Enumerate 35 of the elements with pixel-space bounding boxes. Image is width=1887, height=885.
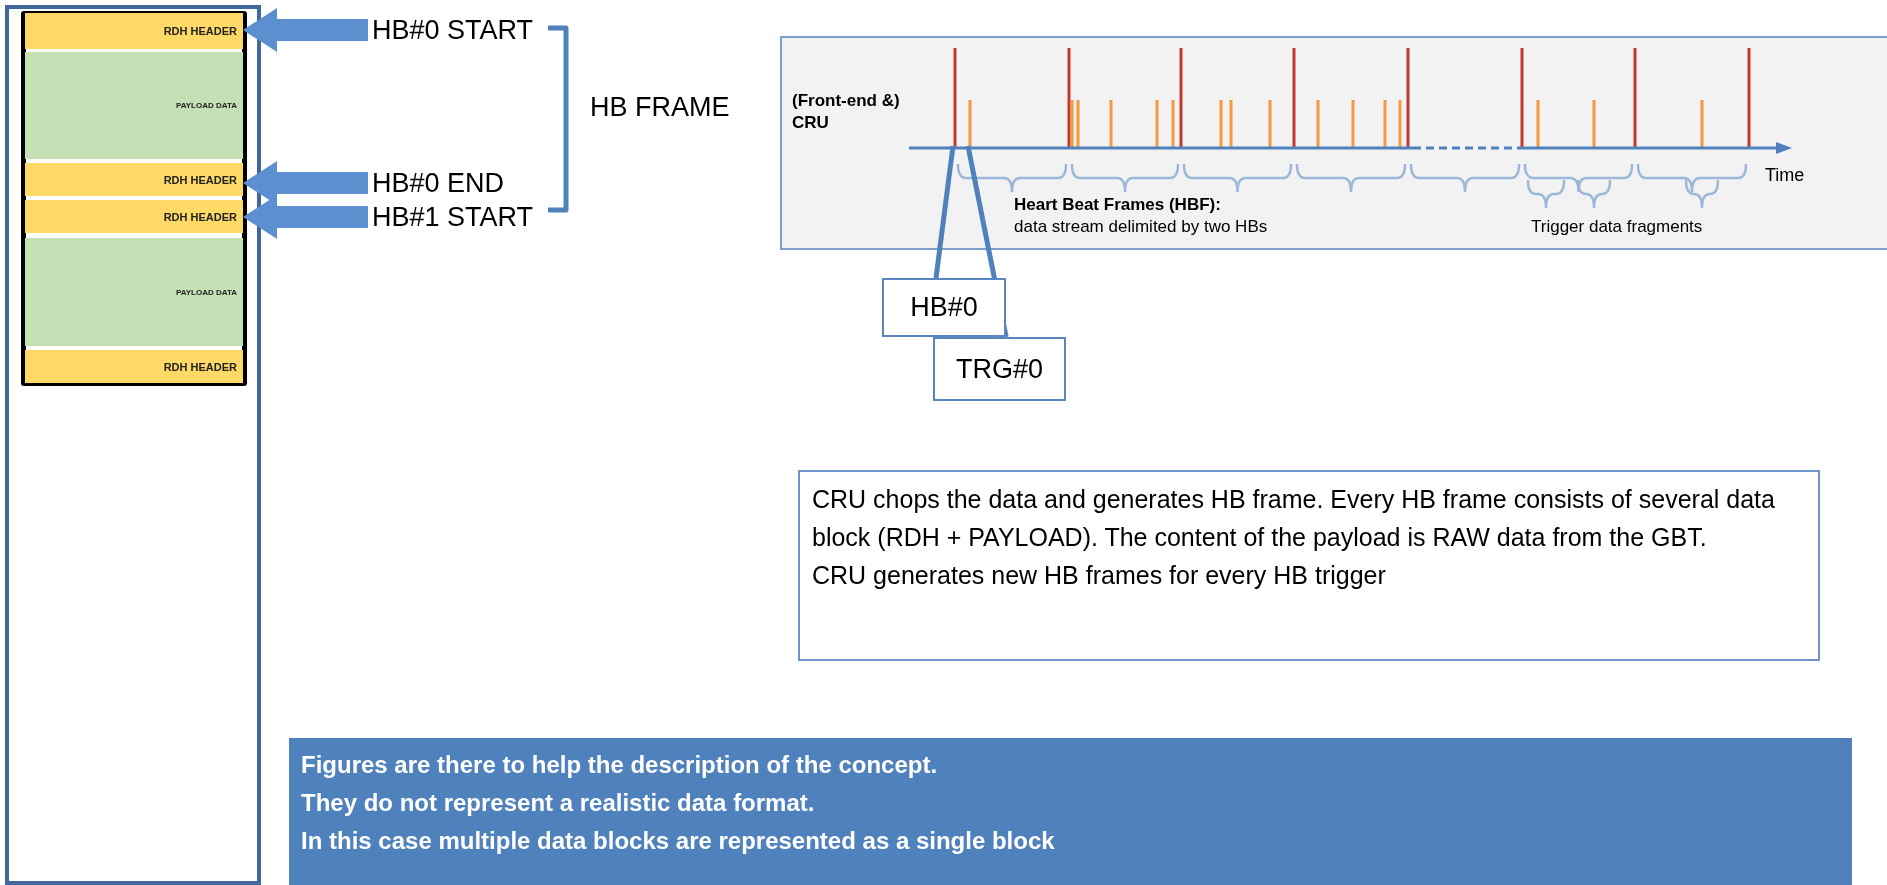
block-arrow [243, 8, 368, 52]
block-label: RDH HEADER [163, 173, 237, 186]
callout-box [933, 337, 1066, 401]
header-block [25, 200, 243, 233]
caption-text: Trigger data fragments [1531, 216, 1703, 238]
caption-text: data stream delimited by two HBs [1014, 216, 1268, 238]
timing-panel [780, 36, 1887, 250]
callout-box [882, 278, 1006, 337]
block-label: RDH HEADER [163, 210, 237, 223]
frame-label: HB FRAME [590, 91, 730, 124]
caption-title: Heart Beat Frames (HBF): [1014, 194, 1221, 216]
leader-line [933, 145, 956, 279]
payload-block [25, 238, 243, 346]
block-label: PAYLOAD DATA [175, 101, 237, 110]
header-block [25, 163, 243, 196]
description-text: CRU chops the data and generates HB frame. Every HB frame consists of several data block (RDH + PAYLOAD). The content of the payload is RAW data from the GBT. [812, 484, 1776, 553]
note-line: They do not represent a realistic data format. [301, 788, 816, 818]
note-banner [289, 738, 1852, 885]
axis-label: Time [1765, 164, 1805, 187]
block-label: RDH HEADER [163, 25, 237, 37]
block-label: PAYLOAD DATA [175, 287, 237, 297]
axis-label: (Front-end &) CRU [792, 90, 901, 135]
header-block [25, 13, 243, 49]
note-line: In this case multiple data blocks are represented as a single block [301, 826, 1056, 856]
payload-block [25, 52, 243, 159]
callout-label: TRG#0 [956, 353, 1043, 385]
note-line: Figures are there to help the description of the concept. [301, 750, 939, 780]
callout-label: HB#0 [910, 292, 978, 323]
heartbeat-line [953, 48, 957, 148]
header-block [25, 350, 243, 383]
block-label: RDH HEADER [163, 360, 237, 373]
description-box [798, 470, 1820, 661]
trigger-line [968, 100, 972, 148]
marker-label: HB#0 START [372, 10, 534, 50]
description-text: CRU generates new HB frames for every HB trigger [812, 560, 1387, 591]
